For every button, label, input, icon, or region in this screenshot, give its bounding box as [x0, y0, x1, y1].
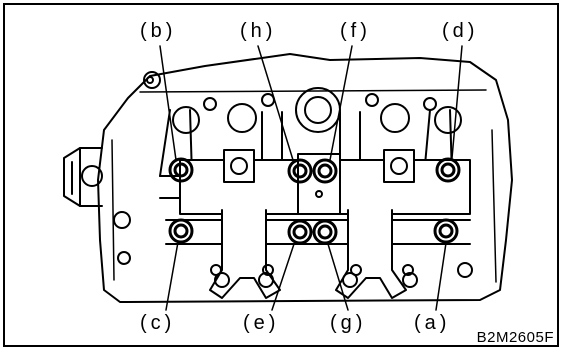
bolt-d: [435, 157, 461, 183]
rocker-arm-right: [335, 209, 407, 299]
bolt-c: [168, 218, 194, 244]
callout-a: (a): [414, 312, 451, 334]
leader-lines: [159, 45, 463, 311]
bolt-f: [312, 158, 338, 184]
bolt-a: [433, 218, 459, 244]
callout-g: (g): [330, 312, 367, 334]
cylinder-head-outline: [97, 53, 513, 303]
callout-h: (h): [240, 20, 277, 42]
callout-b: (b): [140, 20, 177, 42]
end-fixture: [63, 147, 103, 207]
callout-f: (f): [340, 20, 371, 42]
lower-rocker-shaft: [165, 219, 471, 245]
callout-c: (c): [140, 312, 176, 334]
figure-id: B2M2605F: [476, 329, 554, 346]
bolt-e: [287, 219, 313, 245]
callout-d: (d): [442, 20, 479, 42]
rocker-arm-left: [209, 209, 281, 299]
callout-e: (e): [243, 312, 280, 334]
bolt-h: [287, 158, 313, 184]
bolt-g: [312, 219, 338, 245]
bolt-b: [168, 157, 194, 183]
figure-frame: [3, 3, 559, 347]
